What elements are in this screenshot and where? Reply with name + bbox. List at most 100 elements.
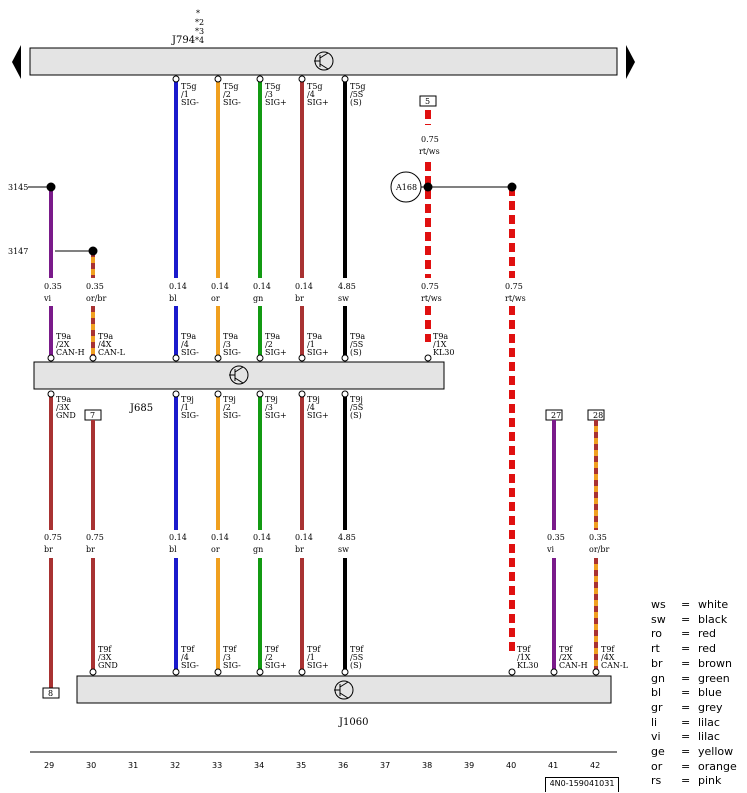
wire-size-label: 0.14 (169, 533, 187, 542)
legend-code: gn (651, 671, 665, 685)
pin-label: T5g (350, 82, 366, 91)
pin-label: T9a (56, 395, 71, 404)
pin-label: /4X (98, 340, 112, 349)
wire-size-label: 4.85 (338, 282, 356, 291)
wire-color-label: gn (253, 545, 263, 554)
wire-color-label: bl (169, 545, 177, 554)
reference-label: 3145 (8, 183, 28, 192)
wire-size-label: 0.75 (44, 533, 62, 542)
pin-connector (172, 668, 180, 676)
transistor-icon (314, 51, 334, 71)
pin-label: /3X (98, 653, 112, 662)
column-number: 33 (212, 761, 222, 770)
pin-label: T9f (559, 645, 573, 654)
pin-connector (424, 354, 432, 362)
wire-size-label: 0.35 (44, 282, 62, 291)
pin-label: T9a (350, 332, 365, 341)
column-number: 39 (464, 761, 474, 770)
legend-color-name: lilac (698, 715, 720, 729)
legend-equals: = (681, 612, 691, 626)
wire-color-label: rt/ws (505, 294, 526, 303)
wire-size-label: 0.14 (253, 282, 271, 291)
reference-number: 5 (425, 97, 430, 106)
transistor-icon (229, 365, 249, 385)
junction-dot (507, 182, 517, 192)
pin-label: T9j (307, 395, 320, 404)
pin-label: /2 (223, 90, 231, 99)
junction-dot (88, 246, 98, 256)
component-label-j1060: J1060 (338, 717, 368, 728)
legend-code: ge (651, 745, 665, 758)
pin-connector (298, 354, 306, 362)
legend-equals: = (681, 598, 691, 611)
legend-code: li (651, 715, 658, 729)
pin-label: T9a (98, 332, 113, 341)
pin-label: /5S (350, 403, 363, 412)
pin-connector (341, 668, 349, 676)
pin-label: /3 (223, 340, 231, 349)
wire-color-label: or/br (86, 294, 106, 303)
legend-color-name: white (698, 598, 729, 611)
pin-label: SIG+ (265, 661, 287, 670)
pin-label: /2 (265, 653, 273, 662)
pin-label: SIG- (181, 661, 199, 670)
pin-label: CAN-L (601, 661, 629, 670)
legend-code: ro (651, 627, 663, 641)
pin-label: /3 (223, 653, 231, 662)
transistor-icon (334, 680, 354, 700)
legend-equals: = (681, 715, 691, 729)
pin-label: T9a (56, 332, 71, 341)
pin-connector (298, 390, 306, 398)
pin-label: SIG+ (307, 98, 329, 107)
pin-connector (172, 390, 180, 398)
wire-size-label: 4.85 (338, 533, 356, 542)
pin-label: /1X (433, 340, 447, 349)
legend-color-name: yellow (698, 745, 734, 758)
pin-label: CAN-L (98, 348, 126, 357)
legend-code: or (651, 759, 663, 773)
wire-color-label: sw (338, 294, 349, 303)
wire-size-label: 0.14 (169, 282, 187, 291)
pin-label: /5S (350, 90, 363, 99)
right-arrow-icon (626, 45, 635, 79)
pin-connector (47, 354, 55, 362)
wire-size-label: 0.14 (253, 533, 271, 542)
pin-label: T9f (223, 645, 237, 654)
wire-color-label: br (86, 545, 95, 554)
pin-connector (341, 354, 349, 362)
pin-label: T5g (181, 82, 197, 91)
legend-code: gr (651, 700, 663, 714)
pin-label: SIG- (181, 411, 199, 420)
legend-color-name: lilac (698, 730, 720, 744)
wire-size-label: 0.35 (86, 282, 104, 291)
reference-number: 7 (90, 411, 95, 420)
wire-size-label: 0.75 (421, 135, 439, 144)
legend-equals: = (681, 745, 691, 758)
pin-label: /1 (307, 653, 315, 662)
pin-connector (592, 668, 600, 676)
reference-number: 27 (551, 411, 561, 420)
pin-label: /4 (307, 90, 315, 99)
wire-color-label: br (295, 545, 304, 554)
pin-label: /1 (181, 403, 189, 412)
column-number: 37 (380, 761, 390, 770)
pin-label: T9f (181, 645, 195, 654)
pin-label: SIG+ (265, 411, 287, 420)
wire-size-label: 0.14 (211, 282, 229, 291)
legend-color-name: pink (698, 774, 722, 788)
wire-size-label: 0.35 (547, 533, 565, 542)
wire-color-label: or/br (589, 545, 609, 554)
pin-label: T9f (98, 645, 112, 654)
wire-color-label: vi (43, 294, 52, 303)
pin-connector (341, 390, 349, 398)
wire-color-label: br (44, 545, 53, 554)
column-number: 29 (44, 761, 54, 770)
wire-color-label: or (211, 545, 220, 554)
pin-label: /2 (223, 403, 231, 412)
pin-label: SIG- (181, 98, 199, 107)
pin-label: /3 (265, 90, 273, 99)
pin-connector (89, 668, 97, 676)
pin-connector (298, 75, 306, 83)
